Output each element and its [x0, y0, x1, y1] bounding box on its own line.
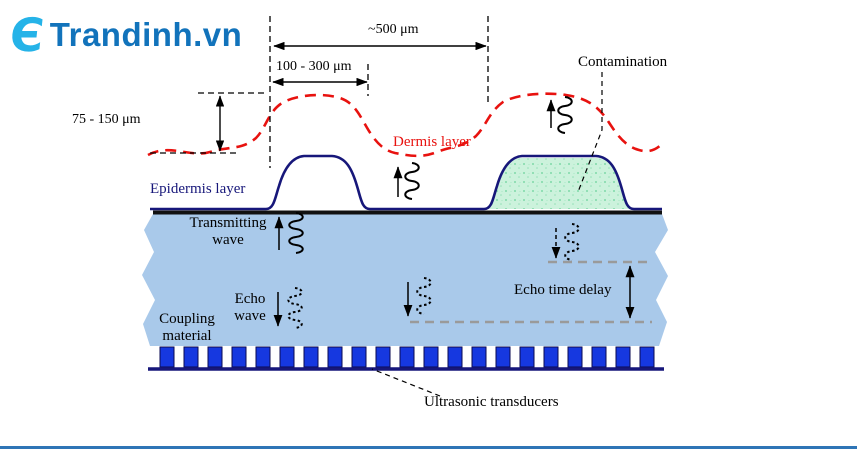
pitch-dimension-label: ~500 μm	[368, 22, 419, 37]
coupling-material-region	[142, 214, 668, 346]
coupling-material-line1: Coupling	[159, 311, 215, 327]
dermis-line	[147, 92, 664, 158]
coupling-material-line2: material	[162, 328, 212, 345]
echo-wave-line2: wave	[234, 308, 266, 325]
ultrasonic-transducer-array	[159, 346, 655, 368]
dermis-layer-label: Dermis layer	[393, 134, 471, 150]
echo-spring-1	[287, 287, 303, 329]
ridge-height-dimension-label: 75 - 150 μm	[72, 112, 141, 127]
epidermis-layer-label: Epidermis layer	[150, 181, 246, 197]
transmit-spring-1	[288, 212, 304, 254]
site-name: Trandinh.vn	[49, 16, 243, 53]
ultrasonic-transducers-label: Ultrasonic transducers	[424, 394, 559, 410]
bottom-border-bar	[0, 446, 857, 449]
coupling-material-label: Coupling material	[150, 311, 224, 346]
echo-time-delay-label: Echo time delay	[514, 282, 612, 298]
echo-spring-3	[564, 223, 580, 261]
contamination-spring	[557, 96, 573, 134]
echo-wave-line1: Echo	[234, 291, 266, 307]
contamination-leader-line	[577, 72, 603, 193]
epidermis-line	[150, 154, 662, 211]
contamination-label: Contamination	[578, 54, 668, 70]
transmitting-wave-label: Transmitting wave	[186, 215, 270, 250]
transmitting-wave-line1: Transmitting	[189, 215, 267, 231]
site-logo[interactable]: Є Trandinh.vn	[7, 8, 243, 62]
echo-wave-label: Echo wave	[226, 291, 274, 326]
transducer-leader-line	[371, 368, 441, 397]
ridge-width-dimension-label: 100 - 300 μm	[276, 59, 352, 74]
transmit-spring-2	[404, 162, 420, 200]
transmitting-wave-line2: wave	[212, 232, 244, 249]
echo-spring-2	[416, 277, 432, 315]
contamination-speckle	[487, 158, 632, 209]
